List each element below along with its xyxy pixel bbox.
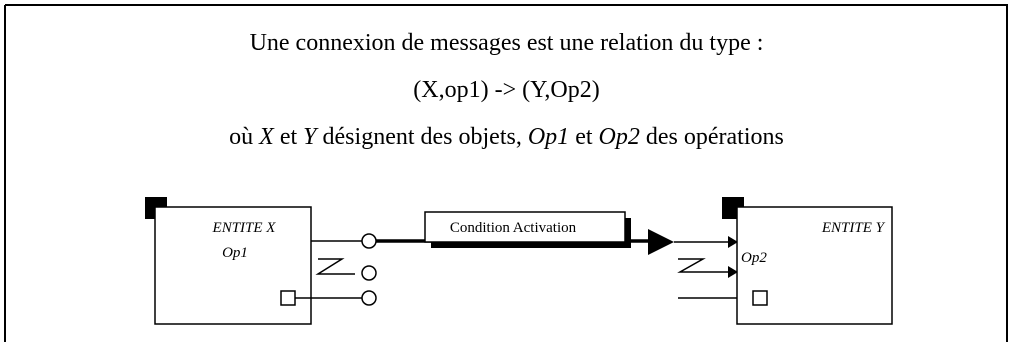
entity-y-name: ENTITE Y [821,220,886,236]
condition-box [424,211,626,243]
definition-x: X [259,124,274,150]
condition-label: Condition Activation [450,220,577,236]
entity-x-name: ENTITE X [212,220,277,236]
definition-op2: Op2 [598,124,640,150]
definition-suffix: des opérations [639,124,784,150]
input-arrowhead-2 [728,266,738,278]
definition-op1: Op1 [527,124,570,150]
message-arrowhead [648,229,674,255]
entity-y-operation: Op2 [741,250,767,266]
definition-middle: désignent des objets, [316,124,528,150]
output-port-circle-2 [361,265,377,281]
zigzag-connector-y [677,258,730,273]
definition-and-1: et [273,124,304,150]
zigzag-connector-x [315,258,355,275]
intro-line-1: Une connexion de messages est une relati… [249,30,764,56]
definition-and-2: et [569,124,599,150]
definition-line: où X et Y désignent des objets, Op1 et O… [0,124,1013,151]
output-port-circle-3 [361,290,377,306]
entity-y-port-square [752,290,768,306]
definition-prefix: où [229,124,260,150]
input-arrowhead-1 [728,236,738,248]
entity-x-operation: Op1 [222,245,248,261]
entity-x-port-square [280,290,296,306]
relation-formula: (X,op1) -> (Y,Op2) [413,77,600,103]
output-port-circle-1 [361,233,377,249]
definition-y: Y [303,124,317,150]
